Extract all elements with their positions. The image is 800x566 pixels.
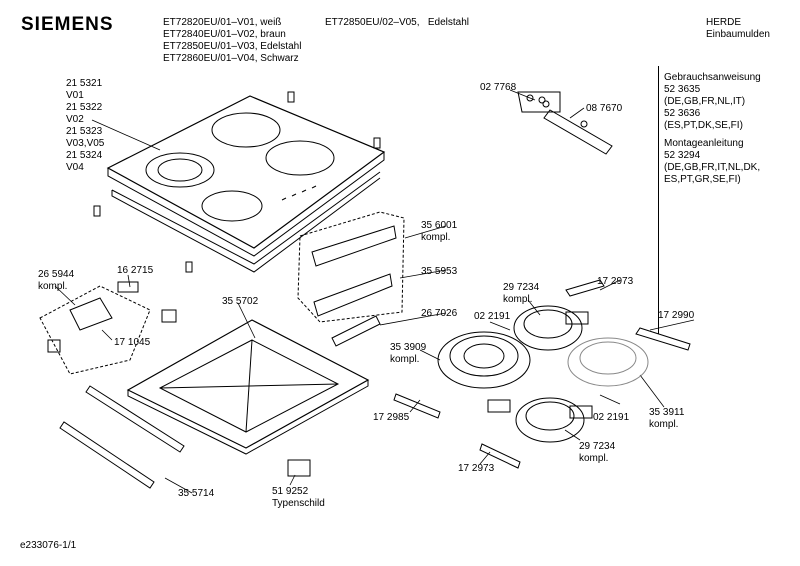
- model-line-5: ET72850EU/02–V05, Edelstahl: [325, 17, 469, 28]
- part-label-355702: 35 5702: [222, 296, 259, 307]
- glass-ceramic-top: [106, 95, 386, 273]
- docs-divider: [658, 66, 659, 334]
- part-label-glass-top: 21 5322: [66, 102, 103, 113]
- part-label-353909: kompl.: [390, 354, 420, 365]
- part-label-172973b: 17 2973: [458, 463, 495, 474]
- control-module: [297, 211, 405, 347]
- part-label-glass-top: V03,V05: [66, 138, 105, 149]
- part-label-355714: 35 5714: [178, 488, 215, 499]
- scraper-tool: [517, 91, 613, 155]
- part-label-glass-top: V01: [66, 90, 84, 101]
- category-line-1: HERDE: [706, 17, 742, 28]
- model-line-1: ET72820EU/01–V01, weiß: [163, 17, 282, 28]
- docs-line: Montageanleitung: [664, 138, 744, 149]
- part-label-519252: 51 9252: [272, 486, 309, 497]
- part-label-glass-top: 21 5323: [66, 126, 103, 137]
- part-label-glass-top: V04: [66, 162, 84, 173]
- base-tray: [126, 319, 370, 455]
- part-label-297234a: 29 7234: [503, 282, 540, 293]
- part-label-353909: 35 3909: [390, 342, 427, 353]
- retaining-brackets: [393, 279, 691, 469]
- part-label-355953: 35 5953: [421, 266, 458, 277]
- docs-line: ES,PT,GR,SE,FI): [664, 174, 741, 185]
- part-label-glass-top: 21 5321: [66, 78, 103, 89]
- part-label-022191b: 02 2191: [593, 412, 630, 423]
- type-plate: [287, 459, 311, 477]
- model-line-3: ET72850EU/01–V03, Edelstahl: [163, 41, 302, 52]
- part-label-172973a: 17 2973: [597, 276, 634, 287]
- part-label-353911: kompl.: [649, 419, 679, 430]
- part-label-172985: 17 2985: [373, 412, 410, 423]
- part-label-519252: Typenschild: [272, 498, 325, 509]
- part-label-297234b: kompl.: [579, 453, 609, 464]
- part-label-022191a: 02 2191: [474, 311, 511, 322]
- part-label-356001: kompl.: [421, 232, 451, 243]
- part-label-297234b: 29 7234: [579, 441, 616, 452]
- part-label-027768: 02 7768: [480, 82, 517, 93]
- part-label-265944: 26 5944: [38, 269, 75, 280]
- docs-line: 52 3635: [664, 84, 701, 95]
- part-label-glass-top: 21 5324: [66, 150, 103, 161]
- heating-elements: [437, 305, 649, 443]
- part-label-267026: 26 7026: [421, 308, 458, 319]
- heater-bracket: [39, 281, 177, 375]
- docs-line: 52 3294: [664, 150, 701, 161]
- part-label-087670: 08 7670: [586, 103, 623, 114]
- model-line-2: ET72840EU/01–V02, braun: [163, 29, 286, 40]
- docs-line: (DE,GB,FR,NL,IT): [664, 96, 746, 107]
- side-rails: [59, 385, 185, 489]
- part-label-162715: 16 2715: [117, 265, 154, 276]
- part-label-297234a: kompl.: [503, 294, 533, 305]
- part-label-265944: kompl.: [38, 281, 68, 292]
- brand-logo: SIEMENS: [21, 14, 114, 35]
- mounting-clips: [93, 91, 381, 273]
- part-label-171045: 17 1045: [114, 337, 151, 348]
- category-line-2: Einbaumulden: [706, 29, 770, 40]
- part-label-172990: 17 2990: [658, 310, 695, 321]
- docs-line: (DE,GB,FR,IT,NL,DK,: [664, 162, 761, 173]
- docs-line: 52 3636: [664, 108, 701, 119]
- docs-line: (ES,PT,DK,SE,FI): [664, 120, 743, 131]
- part-label-353911: 35 3911: [649, 407, 685, 418]
- part-label-glass-top: V02: [66, 114, 84, 125]
- model-line-4: ET72860EU/01–V04, Schwarz: [163, 53, 299, 64]
- docs-line: Gebrauchsanweisung: [664, 72, 761, 83]
- leader-lines: [54, 89, 695, 494]
- part-label-356001: 35 6001: [421, 220, 458, 231]
- drawing-code: e233076-1/1: [20, 540, 77, 551]
